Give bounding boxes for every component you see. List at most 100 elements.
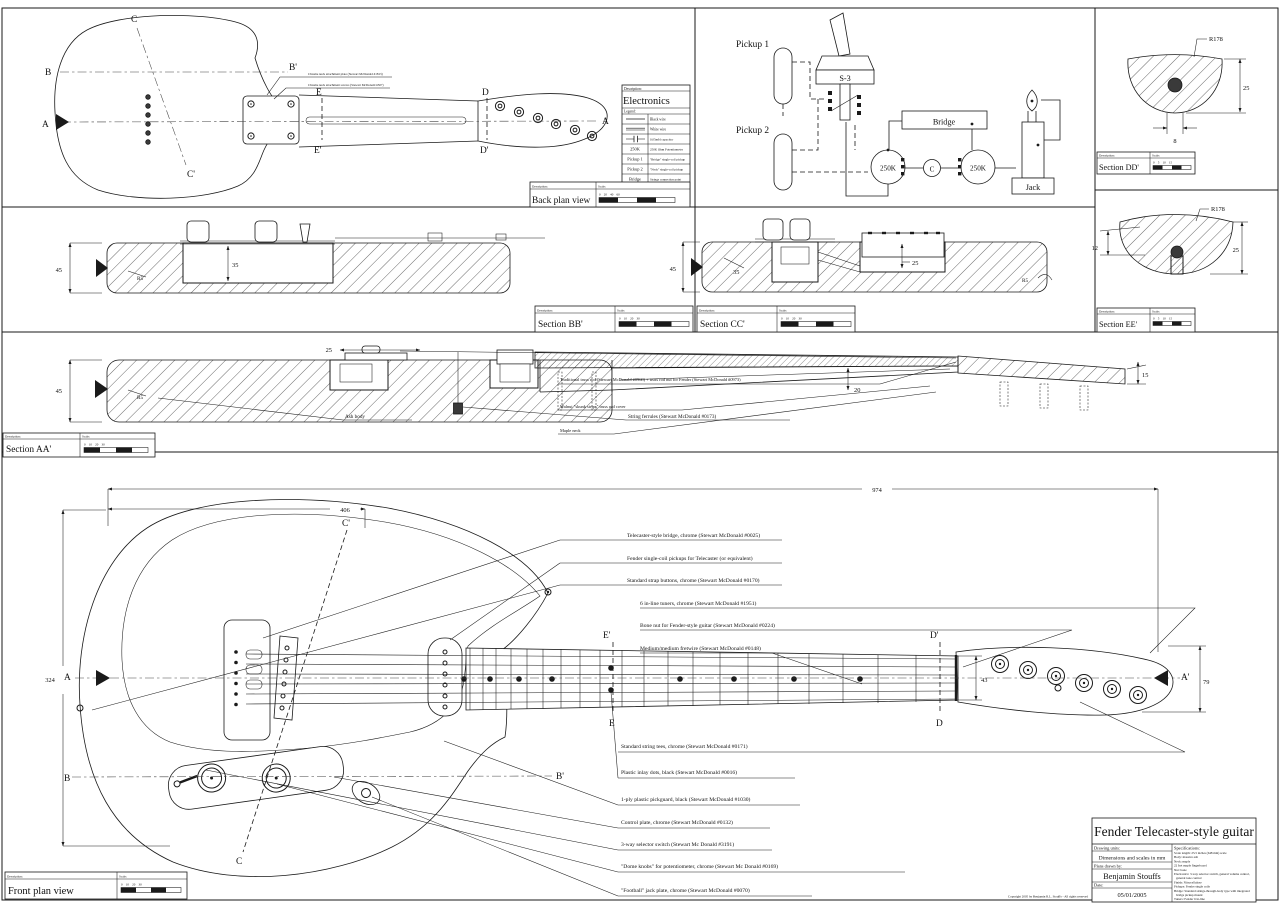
front-marker-e: E bbox=[609, 719, 615, 729]
neck-front bbox=[461, 647, 959, 711]
marker-a-right: A bbox=[602, 117, 609, 127]
callout-pickups: Fender single-coil pickups for Telecaste… bbox=[627, 555, 753, 562]
spec-line: Tuners: Fender 6 in-line bbox=[1174, 897, 1205, 901]
aa-string-ferrule bbox=[453, 352, 463, 415]
aa-bridge-dim: 25 bbox=[326, 347, 332, 354]
block-desc-label: Description: bbox=[699, 309, 715, 313]
legend-row-black-wire: Black wire bbox=[650, 118, 666, 122]
pot-left-label: 250K bbox=[880, 165, 897, 173]
front-section-lines bbox=[71, 529, 1180, 853]
callout-control-plate: Control plate, chrome (Stewart McDonald … bbox=[621, 819, 733, 826]
callout-dome-knobs: "Dome knobs" for potentiometer, chrome (… bbox=[621, 863, 778, 870]
cc-thickness-dim: 45 bbox=[670, 266, 676, 273]
truss-rod-ee bbox=[1170, 245, 1184, 259]
back-plan-scale-ticks: 0 20 40 60 bbox=[599, 193, 620, 197]
section-aa-scale-ticks: 0 10 20 30 bbox=[84, 443, 105, 447]
spec-line: general tone control bbox=[1176, 876, 1202, 880]
legend-symbol-bridge: Bridge bbox=[629, 177, 641, 182]
block-scale-label: Scale: bbox=[1152, 310, 1160, 314]
guitar-body-front-outline bbox=[78, 499, 549, 877]
front-marker-b-prime: B' bbox=[556, 772, 564, 782]
front-marker-d: D bbox=[936, 719, 943, 729]
legend-symbol-pickup1: Pickup 1 bbox=[627, 157, 643, 162]
spec-line: Pickups: Fender single coils bbox=[1174, 885, 1211, 889]
callout-jack-plate: "Football" jack plate, chrome (Stewart M… bbox=[621, 887, 750, 894]
marker-c-prime: C' bbox=[187, 170, 195, 180]
pot-right-label: 250K bbox=[970, 165, 987, 173]
callout-string-tees: Standard string tees, chrome (Stewart Mc… bbox=[621, 743, 748, 750]
headstock-back-outline bbox=[477, 93, 608, 148]
pickup1-symbol bbox=[773, 47, 793, 105]
front-marker-a-left: A bbox=[64, 673, 71, 683]
front-marker-e-prime: E' bbox=[603, 631, 611, 641]
date-value: 05/01/2005 bbox=[1117, 892, 1146, 899]
bridge-plate bbox=[223, 619, 271, 741]
specs-label: Specifications: bbox=[1174, 846, 1200, 851]
section-cc-scale-ticks: 0 10 20 30 bbox=[781, 317, 802, 321]
spec-line: Neck: maple bbox=[1174, 859, 1191, 863]
block-desc-label: Description: bbox=[7, 875, 23, 879]
section-bb-view: 45 35 R5 bbox=[56, 220, 545, 294]
truss-rod-dd bbox=[1167, 77, 1183, 93]
headstock-front bbox=[955, 646, 1174, 716]
legend-label: Legend: bbox=[624, 110, 636, 114]
block-scale-label: Scale: bbox=[779, 309, 787, 313]
jack-plate bbox=[351, 780, 381, 806]
spec-line: Bridge: Standard strings-through-body ty… bbox=[1174, 889, 1250, 893]
dim-43: 43 bbox=[981, 677, 987, 684]
legend-row-bridge: Strings connection point bbox=[650, 178, 681, 182]
white-wire-symbol bbox=[626, 127, 645, 131]
date-label: Date: bbox=[1094, 883, 1104, 888]
block-desc-label: Description: bbox=[1099, 154, 1115, 158]
section-bb-title: Section BB' bbox=[538, 320, 583, 330]
legend-row-white-wire: White wire bbox=[650, 128, 666, 132]
callout-ash-body: Ash body bbox=[345, 414, 365, 420]
front-marker-d-prime: D' bbox=[930, 631, 939, 641]
legend-row-pickup1: "Bridge" single-coil pickup bbox=[650, 158, 685, 162]
marker-b-prime: B' bbox=[289, 63, 297, 73]
ee-radius-label: R178 bbox=[1211, 206, 1225, 213]
switch-label: S-3 bbox=[839, 74, 850, 83]
section-ee-scale-ticks: 0 5 10 15 bbox=[1153, 317, 1173, 321]
neck-plate bbox=[242, 95, 300, 145]
bb-left-arrow bbox=[96, 259, 108, 277]
callout-neck-screws: Chrome neck attachment screws (Stewart M… bbox=[308, 83, 384, 87]
callout-tuners: 6 in-line tuners, chrome (Stewart McDona… bbox=[640, 600, 756, 607]
pickup2-symbol bbox=[773, 133, 793, 191]
callout-truss-rod: Traditional truss rod (Stewart McDonald … bbox=[560, 377, 741, 382]
front-callouts-bottom: Standard string tees, chrome (Stewart Mc… bbox=[205, 691, 1186, 897]
section-aa-title-block: Description: Scale: Section AA' 0 10 20 … bbox=[2, 432, 156, 458]
cc-knobs bbox=[762, 218, 811, 241]
marker-e: E bbox=[316, 88, 322, 98]
legend-row-pot: 250K Ohm Potentiometer bbox=[650, 148, 684, 152]
block-desc-label: Description: bbox=[537, 309, 553, 313]
ee-height-dim: 25 bbox=[1233, 247, 1239, 254]
section-dd-title-block: Description: Scale: Section DD' 0 5 10 1… bbox=[1096, 151, 1196, 175]
section-aa-title: Section AA' bbox=[6, 445, 51, 455]
copyright-notice: Copyright 2005 by Benjamin R.L. Stouffs … bbox=[1008, 895, 1088, 899]
block-scale-label: Scale: bbox=[119, 875, 127, 879]
block-desc-label: Description: bbox=[1099, 310, 1115, 314]
units-value: Dimensions and scales in mm bbox=[1099, 856, 1166, 862]
front-callouts-top: Telecaster-style bridge, chrome (Stewart… bbox=[91, 532, 1196, 711]
aa-left-arrow bbox=[95, 380, 108, 398]
author-value: Benjamin Stouffs bbox=[1103, 872, 1160, 881]
section-bb-scale-ticks: 0 10 20 30 bbox=[619, 317, 640, 321]
spec-line: Body: massive ash bbox=[1174, 855, 1198, 859]
front-marker-c-prime: C' bbox=[342, 519, 350, 529]
bb-thickness-dim: 45 bbox=[56, 267, 62, 274]
block-scale-label: Scale: bbox=[617, 309, 625, 313]
jack-label: Jack bbox=[1026, 183, 1041, 192]
cc-left-arrow bbox=[691, 258, 703, 276]
legend-description-label: Description: bbox=[624, 87, 642, 91]
callout-maple-neck: Maple neck bbox=[560, 428, 581, 433]
spec-line: 22 fret maple fingerboard bbox=[1174, 864, 1207, 868]
aa-head-dim: 15 bbox=[1142, 372, 1148, 379]
author-label: Plans drawn by: bbox=[1094, 864, 1122, 869]
strings bbox=[245, 653, 957, 705]
wiring-diagram: Pickup 1 Pickup 2 S-3 Bridge 250K C 250K… bbox=[736, 12, 1061, 197]
bridge-box bbox=[901, 110, 988, 130]
marker-a-left: A bbox=[42, 120, 49, 130]
